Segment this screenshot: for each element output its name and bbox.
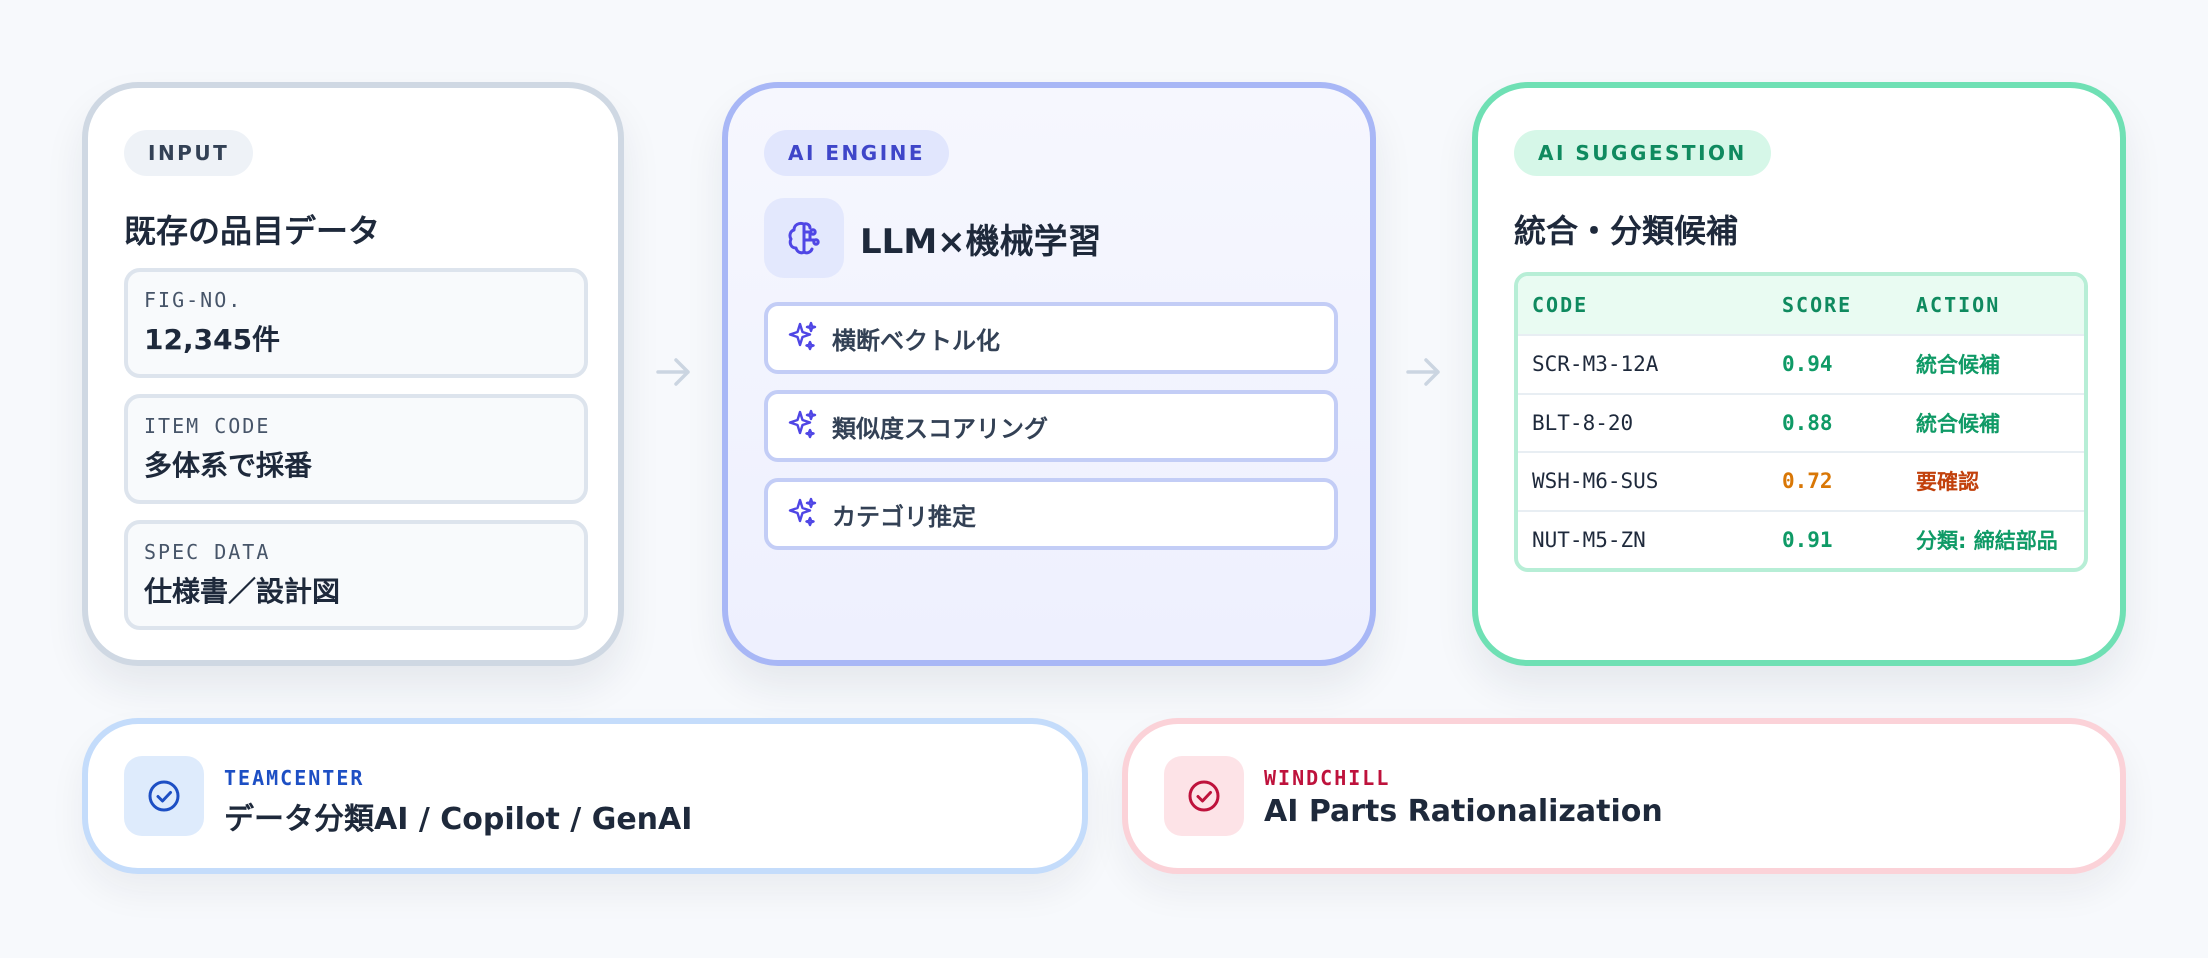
sparkle-icon (786, 408, 818, 444)
integration-title: AI Parts Rationalization (1264, 794, 1663, 829)
input-pill: INPUT (124, 130, 254, 176)
field-item-code: ITEM CODE 多体系で採番 (124, 394, 588, 504)
table-row: SCR-M3-12A 0.94 統合候補 (1518, 334, 2084, 393)
header-score: SCORE (1782, 293, 1853, 317)
engine-header: LLM×機械学習 (764, 198, 1102, 278)
row-action: 統合候補 (1916, 353, 2000, 378)
row-score: 0.91 (1782, 527, 1833, 552)
check-circle-icon (124, 756, 204, 836)
windchill-card: WINDCHILL AI Parts Rationalization (1122, 718, 2126, 874)
table-row: WSH-M6-SUS 0.72 要確認 (1518, 451, 2084, 510)
step-item: 類似度スコアリング (764, 390, 1338, 462)
arrow-right-icon (654, 352, 694, 396)
table-row: NUT-M5-ZN 0.91 分類: 締結部品 (1518, 509, 2084, 569)
suggestion-card: AI SUGGESTION 統合・分類候補 CODE SCORE ACTION … (1472, 82, 2126, 666)
integration-label: WINDCHILL (1264, 766, 1391, 790)
brain-icon (764, 198, 844, 278)
field-label: SPEC DATA (144, 540, 271, 564)
row-code: WSH-M6-SUS (1532, 469, 1659, 494)
integration-label: TEAMCENTER (224, 766, 365, 790)
field-label: FIG-NO. (144, 288, 243, 312)
row-score: 0.94 (1782, 352, 1833, 377)
suggestion-card-title: 統合・分類候補 (1514, 212, 1739, 250)
row-code: BLT-8-20 (1532, 410, 1634, 435)
step-item: 横断ベクトル化 (764, 302, 1338, 374)
table-header-row: CODE SCORE ACTION (1518, 276, 2084, 334)
teamcenter-card: TEAMCENTER データ分類AI / Copilot / GenAI (82, 718, 1088, 874)
row-score: 0.88 (1782, 410, 1833, 435)
sparkle-icon (786, 496, 818, 532)
suggestion-pill: AI SUGGESTION (1514, 130, 1771, 176)
arrow-right-icon (1404, 352, 1444, 396)
field-spec-data: SPEC DATA 仕様書／設計図 (124, 520, 588, 630)
row-code: NUT-M5-ZN (1532, 527, 1646, 552)
check-circle-icon (1164, 756, 1244, 836)
field-fig-no: FIG-NO. 12,345件 (124, 268, 588, 378)
engine-card: AI ENGINE LLM×機械学習 横断ベクトル化 (722, 82, 1376, 666)
field-value: 仕様書／設計図 (144, 575, 341, 608)
input-card-title: 既存の品目データ (124, 212, 381, 250)
input-card: INPUT 既存の品目データ FIG-NO. 12,345件 ITEM CODE… (82, 82, 624, 666)
field-value: 12,345件 (144, 323, 281, 356)
table-row: BLT-8-20 0.88 統合候補 (1518, 392, 2084, 452)
header-code: CODE (1532, 293, 1589, 317)
step-label: カテゴリ推定 (832, 502, 976, 531)
step-label: 横断ベクトル化 (832, 326, 1000, 355)
sparkle-icon (786, 320, 818, 356)
step-item: カテゴリ推定 (764, 478, 1338, 550)
row-action: 統合候補 (1916, 411, 2000, 436)
engine-pill: AI ENGINE (764, 130, 950, 176)
field-value: 多体系で採番 (144, 449, 313, 482)
row-score: 0.72 (1782, 469, 1833, 494)
suggestion-table: CODE SCORE ACTION SCR-M3-12A 0.94 統合候補 B… (1514, 272, 2088, 572)
step-label: 類似度スコアリング (832, 414, 1048, 443)
engine-title: LLM×機械学習 (860, 221, 1102, 262)
header-action: ACTION (1916, 293, 2001, 317)
row-action: 要確認 (1916, 470, 1979, 495)
integration-title: データ分類AI / Copilot / GenAI (224, 802, 693, 837)
row-action: 分類: 締結部品 (1916, 528, 2058, 553)
row-code: SCR-M3-12A (1532, 352, 1659, 377)
field-label: ITEM CODE (144, 414, 271, 438)
